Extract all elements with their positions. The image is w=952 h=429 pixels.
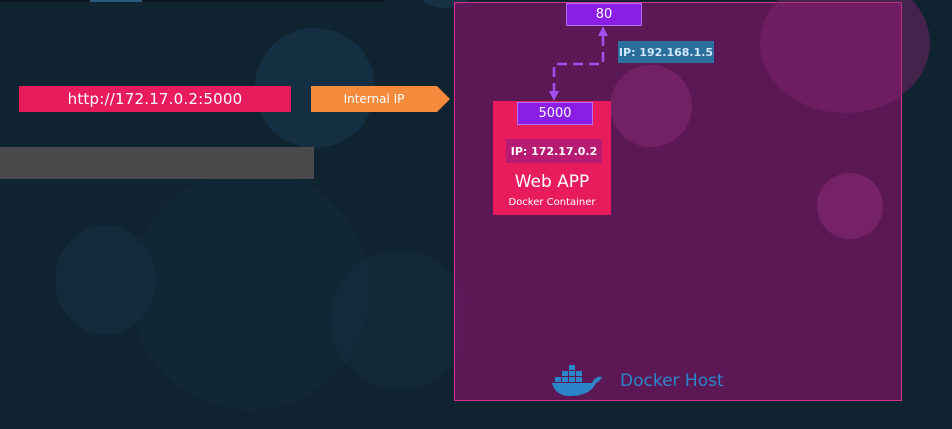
host-ip-label: IP: 192.168.1.5 bbox=[618, 41, 714, 63]
container-port-label: 5000 bbox=[517, 102, 593, 125]
bg-bubble bbox=[130, 170, 370, 410]
top-edge-accent bbox=[90, 0, 142, 2]
host-port-label: 80 bbox=[566, 3, 642, 26]
docker-host-label: Docker Host bbox=[620, 371, 724, 391]
bg-bubble bbox=[420, 0, 470, 8]
internal-ip-label: Internal IP bbox=[343, 92, 405, 106]
gray-bar bbox=[0, 147, 314, 179]
dashed-arrow-connector bbox=[549, 26, 608, 101]
docker-whale-icon bbox=[552, 365, 602, 396]
container-app-name: Web APP bbox=[514, 172, 590, 192]
container-type: Docker Container bbox=[508, 197, 596, 208]
internal-ip-arrow: Internal IP bbox=[311, 86, 451, 112]
bg-bubble bbox=[55, 225, 155, 335]
bg-bubble bbox=[330, 250, 470, 390]
arrow-right-shape bbox=[311, 86, 450, 112]
request-url: http://172.17.0.2:5000 bbox=[19, 86, 291, 112]
host-bg-bubble bbox=[817, 173, 883, 239]
host-bg-bubble bbox=[760, 0, 930, 113]
container-ip-label: IP: 172.17.0.2 bbox=[506, 139, 602, 163]
host-bg-bubble bbox=[610, 65, 692, 147]
top-edge-bar bbox=[0, 0, 385, 2]
